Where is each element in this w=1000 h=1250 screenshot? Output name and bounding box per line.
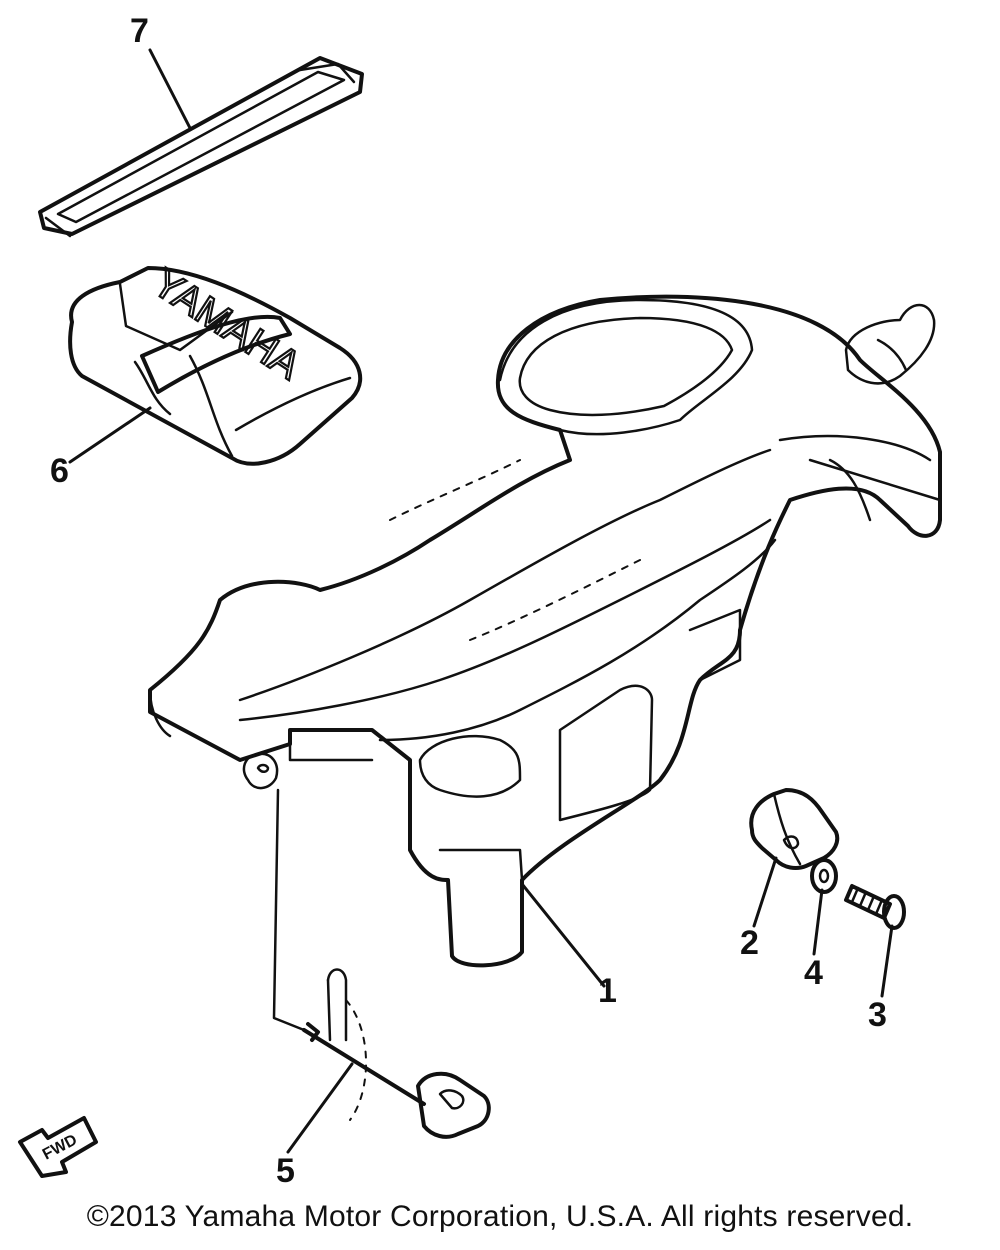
leader-2 xyxy=(752,856,778,928)
copyright-notice: ©2013 Yamaha Motor Corporation, U.S.A. A… xyxy=(86,1200,914,1233)
callout-5: 5 xyxy=(276,1152,295,1190)
callout-4: 4 xyxy=(804,954,823,992)
leader-1 xyxy=(520,882,606,988)
leader-lines xyxy=(68,48,894,1154)
leader-3 xyxy=(880,924,894,998)
part-4-washer xyxy=(810,858,838,894)
part-7-strap xyxy=(38,56,364,238)
leader-6 xyxy=(68,406,152,464)
alignment-line xyxy=(272,788,306,1032)
leader-7 xyxy=(148,48,192,130)
fwd-arrow-icon: FWD xyxy=(18,1116,98,1178)
part-3-screw xyxy=(844,884,906,930)
leader-5 xyxy=(286,1062,354,1154)
leader-4 xyxy=(812,888,824,956)
callout-numbers: 7 6 1 2 4 3 5 xyxy=(50,12,887,1190)
part-2-bracket xyxy=(749,788,840,870)
callout-3: 3 xyxy=(868,996,887,1034)
part-1-cover xyxy=(148,294,942,968)
callout-2: 2 xyxy=(740,924,759,962)
callout-7: 7 xyxy=(130,12,149,50)
callout-1: 1 xyxy=(598,972,617,1010)
part-5-pin xyxy=(302,968,491,1139)
callout-6: 6 xyxy=(50,452,69,490)
